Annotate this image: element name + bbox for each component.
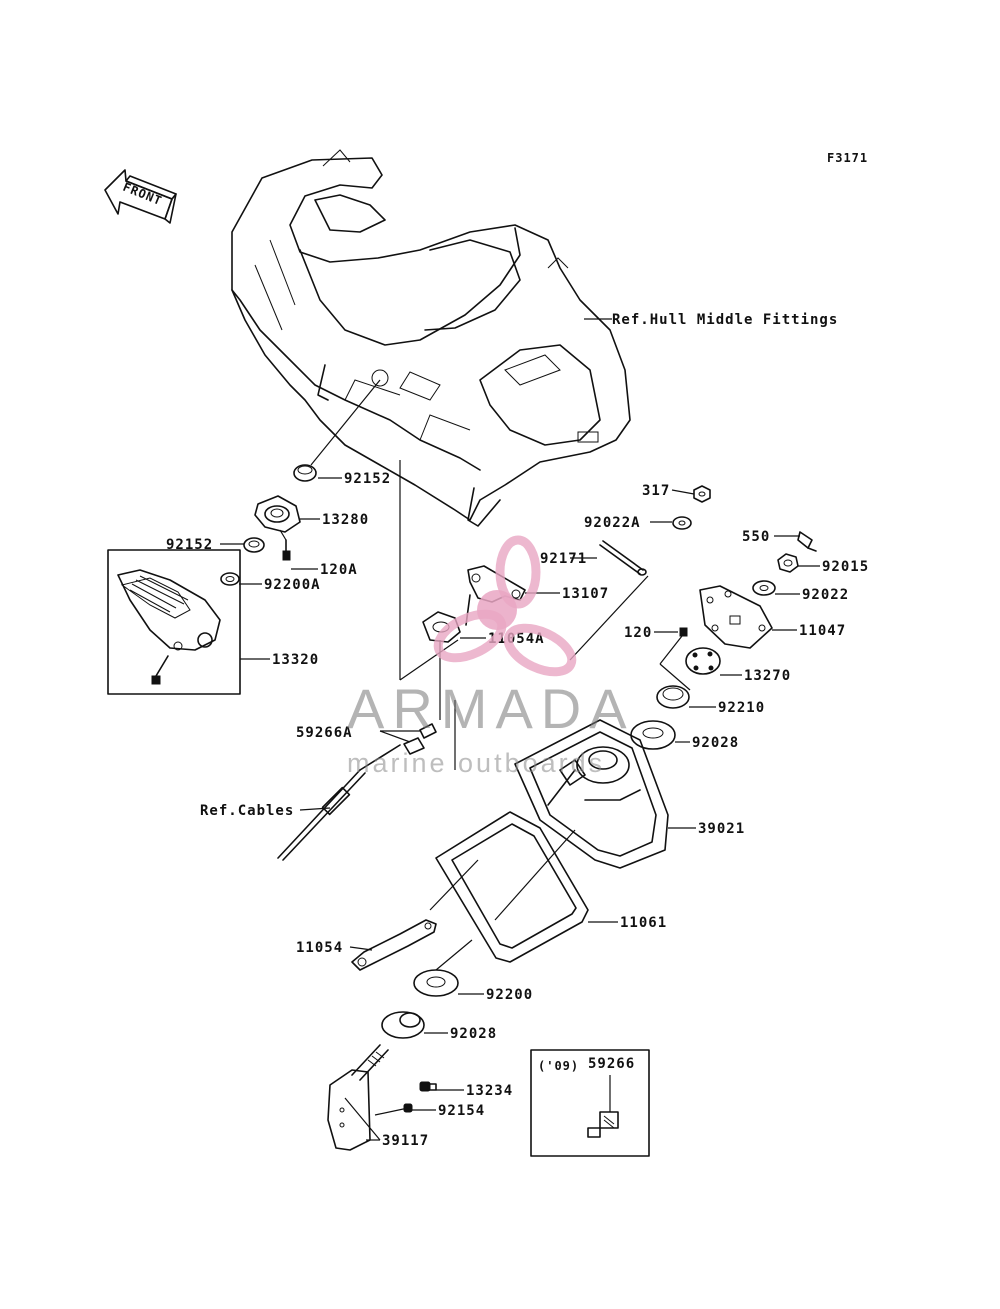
part-label-11061: 11061 bbox=[620, 915, 667, 931]
figure-code: F3171 bbox=[827, 151, 868, 165]
pin-13234 bbox=[419, 1081, 437, 1092]
washer-92200 bbox=[413, 939, 473, 997]
housing-13280 bbox=[254, 495, 301, 533]
part-label-92022a: 92022A bbox=[584, 515, 641, 531]
cable-assembly bbox=[277, 744, 401, 861]
watermark-brand: ARMADA bbox=[347, 677, 635, 740]
part-label-59266a: 59266A bbox=[296, 725, 353, 741]
part-label-120a: 120A bbox=[320, 562, 358, 578]
bushing-92210 bbox=[656, 685, 690, 709]
bracket-11047 bbox=[699, 585, 773, 649]
plug-92152-upper bbox=[293, 379, 381, 482]
cotter-pin-550 bbox=[797, 531, 817, 552]
watermark-logo: ARMADA marine outboards bbox=[347, 535, 635, 778]
nut-92015 bbox=[777, 553, 799, 573]
part-label-317: 317 bbox=[642, 483, 670, 499]
part-label-13280: 13280 bbox=[322, 512, 369, 528]
lever-11054 bbox=[351, 859, 479, 971]
watermark-tagline: marine outboards bbox=[347, 748, 605, 778]
front-arrow-icon: FRONT bbox=[104, 169, 177, 224]
washer-92022 bbox=[752, 580, 776, 596]
part-label-92028a: 92028 bbox=[692, 735, 739, 751]
washer-92022a bbox=[672, 516, 692, 530]
housing-39021 bbox=[514, 719, 669, 869]
part-label-92210: 92210 bbox=[718, 700, 765, 716]
part-label-39117: 39117 bbox=[382, 1133, 429, 1149]
part-label-39021: 39021 bbox=[698, 821, 745, 837]
grommet-92152-lower bbox=[243, 537, 265, 553]
bolt-120a bbox=[279, 529, 291, 561]
part-label-92154: 92154 bbox=[438, 1103, 485, 1119]
nut-317 bbox=[693, 485, 711, 503]
collar-92028-lower bbox=[381, 1011, 425, 1039]
inset-part-label: 59266 bbox=[588, 1056, 635, 1072]
inset-box-09 bbox=[530, 1049, 650, 1157]
part-label-120: 120 bbox=[624, 625, 652, 641]
part-label-92171: 92171 bbox=[540, 551, 587, 567]
part-label-92200: 92200 bbox=[486, 987, 533, 1003]
propeller-icon bbox=[433, 535, 577, 677]
hull-middle-fitting bbox=[231, 149, 631, 527]
part-label-550: 550 bbox=[742, 529, 770, 545]
part-label-13107: 13107 bbox=[562, 586, 609, 602]
part-label-13320: 13320 bbox=[272, 652, 319, 668]
ref-hull-label: Ref.Hull Middle Fittings bbox=[612, 312, 838, 328]
part-label-13234: 13234 bbox=[466, 1083, 513, 1099]
part-label-92152b: 92152 bbox=[166, 537, 213, 553]
plate-13270 bbox=[685, 647, 721, 675]
collar-92028-upper bbox=[630, 720, 676, 750]
box-13320 bbox=[107, 549, 241, 695]
bolt-92171 bbox=[569, 540, 649, 661]
part-label-92015: 92015 bbox=[822, 559, 869, 575]
shaft-arm-39117 bbox=[327, 1044, 389, 1151]
part-label-11047: 11047 bbox=[799, 623, 846, 639]
gasket-11061 bbox=[435, 811, 589, 963]
part-label-11054: 11054 bbox=[296, 940, 343, 956]
part-label-92028b: 92028 bbox=[450, 1026, 497, 1042]
ref-cables-label: Ref.Cables bbox=[200, 803, 294, 819]
front-label: FRONT bbox=[121, 180, 164, 208]
part-label-92022: 92022 bbox=[802, 587, 849, 603]
inset-year-label: ('09) bbox=[538, 1059, 579, 1073]
screw-92154 bbox=[374, 1103, 413, 1116]
bolt-120 bbox=[659, 627, 691, 691]
part-label-92152a: 92152 bbox=[344, 471, 391, 487]
part-label-13270: 13270 bbox=[744, 668, 791, 684]
washer-92200a bbox=[220, 572, 240, 586]
part-label-92200a: 92200A bbox=[264, 577, 321, 593]
